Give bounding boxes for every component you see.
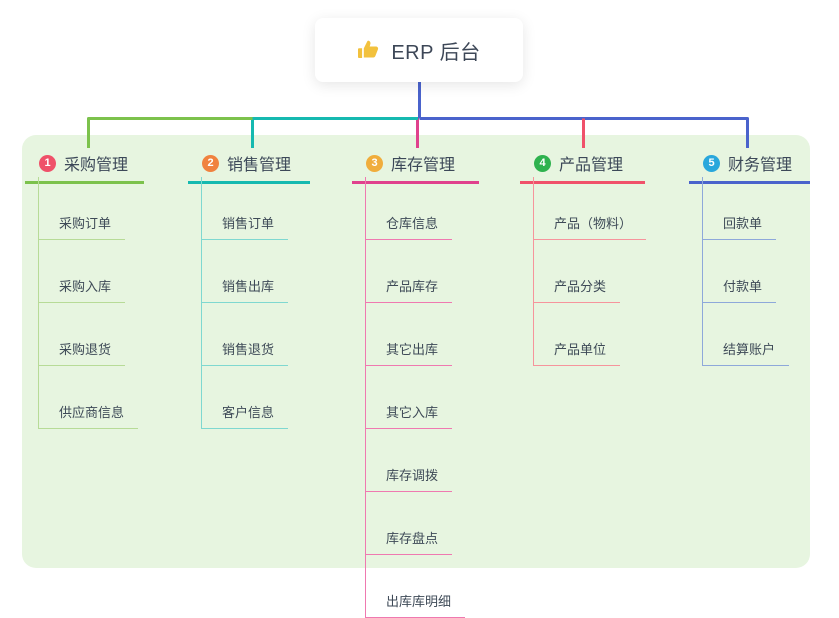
child-item[interactable]: 销售订单: [202, 177, 289, 240]
branch-title: 销售管理: [227, 157, 292, 174]
branch-title: 财务管理: [728, 157, 793, 174]
child-item-label: 供应商信息: [59, 405, 125, 420]
child-item[interactable]: 供应商信息: [39, 366, 139, 429]
branch-header[interactable]: 5 财务管理: [689, 151, 810, 184]
branch-children: 回款单付款单结算账户: [702, 177, 790, 366]
child-item-label: 销售出库: [222, 279, 275, 294]
branch-title: 库存管理: [391, 157, 456, 174]
branch-number-badge: 3: [366, 154, 383, 172]
child-item[interactable]: 销售出库: [202, 240, 289, 303]
branch-number-badge: 2: [202, 154, 219, 172]
branch-number-badge: 5: [703, 154, 720, 172]
child-item[interactable]: 付款单: [703, 240, 777, 303]
child-item[interactable]: 结算账户: [703, 303, 790, 366]
child-item[interactable]: 客户信息: [202, 366, 289, 429]
child-item-label: 产品库存: [386, 279, 439, 294]
root-title: ERP 后台: [391, 41, 481, 64]
child-item-label: 其它入库: [386, 405, 439, 420]
branches-container: 1 采购管理 采购订单采购入库采购退货供应商信息 2 销售管理 销售订单销售出库…: [25, 151, 810, 618]
child-item-label: 结算账户: [723, 342, 776, 357]
child-item-label: 回款单: [723, 216, 763, 231]
child-item[interactable]: 库存盘点: [366, 492, 453, 555]
child-item-label: 出库库明细: [386, 594, 452, 609]
child-item-label: 产品分类: [554, 279, 607, 294]
branch-header[interactable]: 2 销售管理: [188, 151, 310, 184]
branch-children: 采购订单采购入库采购退货供应商信息: [38, 177, 139, 429]
child-item[interactable]: 回款单: [703, 177, 777, 240]
child-item-label: 销售订单: [222, 216, 275, 231]
branch-title: 产品管理: [559, 157, 624, 174]
child-item[interactable]: 仓库信息: [366, 177, 453, 240]
child-item[interactable]: 采购退货: [39, 303, 126, 366]
child-item[interactable]: 销售退货: [202, 303, 289, 366]
child-item-label: 采购退货: [59, 342, 112, 357]
child-item-label: 销售退货: [222, 342, 275, 357]
child-item[interactable]: 其它出库: [366, 303, 453, 366]
branch-children: 销售订单销售出库销售退货客户信息: [201, 177, 289, 429]
thumbs-up-icon: [357, 38, 381, 62]
child-item[interactable]: 采购入库: [39, 240, 126, 303]
root-node[interactable]: ERP 后台: [315, 18, 523, 82]
child-item[interactable]: 产品库存: [366, 240, 453, 303]
child-item-label: 采购入库: [59, 279, 112, 294]
child-item-label: 付款单: [723, 279, 763, 294]
child-item-label: 库存盘点: [386, 531, 439, 546]
child-item-label: 仓库信息: [386, 216, 439, 231]
child-item-label: 客户信息: [222, 405, 275, 420]
child-item-label: 产品（物料）: [554, 216, 633, 231]
branch-number-badge: 4: [534, 154, 551, 172]
child-item-label: 产品单位: [554, 342, 607, 357]
branch-children: 仓库信息产品库存其它出库其它入库库存调拨库存盘点出库库明细: [365, 177, 466, 618]
branch-header[interactable]: 4 产品管理: [520, 151, 645, 184]
child-item[interactable]: 产品单位: [534, 303, 621, 366]
child-item[interactable]: 出库库明细: [366, 555, 466, 618]
mindmap-panel: [22, 135, 810, 568]
branch-number-badge: 1: [39, 154, 56, 172]
child-item[interactable]: 采购订单: [39, 177, 126, 240]
child-item-label: 采购订单: [59, 216, 112, 231]
child-item[interactable]: 其它入库: [366, 366, 453, 429]
branch-header[interactable]: 3 库存管理: [352, 151, 479, 184]
child-item[interactable]: 产品分类: [534, 240, 621, 303]
branch-header[interactable]: 1 采购管理: [25, 151, 144, 184]
child-item[interactable]: 库存调拨: [366, 429, 453, 492]
branch-children: 产品（物料） 产品分类产品单位: [533, 177, 647, 366]
branch-title: 采购管理: [64, 157, 129, 174]
child-item-label: 其它出库: [386, 342, 439, 357]
child-item-label: 库存调拨: [386, 468, 439, 483]
child-item[interactable]: 产品（物料）: [534, 177, 647, 240]
